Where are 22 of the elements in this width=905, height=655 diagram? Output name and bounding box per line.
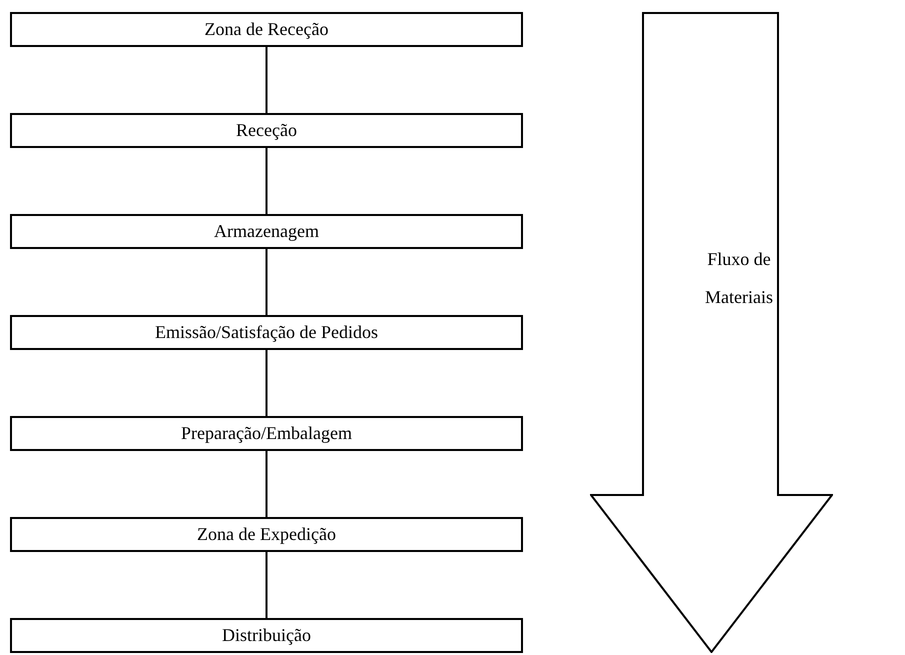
connector-line: [266, 47, 268, 113]
process-box: [10, 315, 523, 350]
step-label: Zona de Receção: [204, 19, 328, 40]
process-box: [10, 416, 523, 451]
process-box: [10, 517, 523, 552]
step-label: Receção: [236, 120, 297, 141]
process-box: [10, 113, 523, 148]
step-label: Preparação/Embalagem: [181, 423, 352, 444]
connector-line: [266, 552, 268, 618]
step-label: Zona de Expedição: [197, 524, 336, 545]
connector-line: [266, 249, 268, 315]
process-box: [10, 214, 523, 249]
block-arrow: [590, 12, 833, 653]
step-label: Distribuição: [222, 625, 311, 646]
arrow-label: Fluxo de Materiais: [704, 248, 774, 309]
step-label: Armazenagem: [214, 221, 319, 242]
process-box: [10, 12, 523, 47]
connector-line: [266, 350, 268, 416]
connector-line: [266, 451, 268, 517]
process-box: [10, 618, 523, 653]
step-label: Emissão/Satisfação de Pedidos: [155, 322, 378, 343]
connector-line: [266, 148, 268, 214]
